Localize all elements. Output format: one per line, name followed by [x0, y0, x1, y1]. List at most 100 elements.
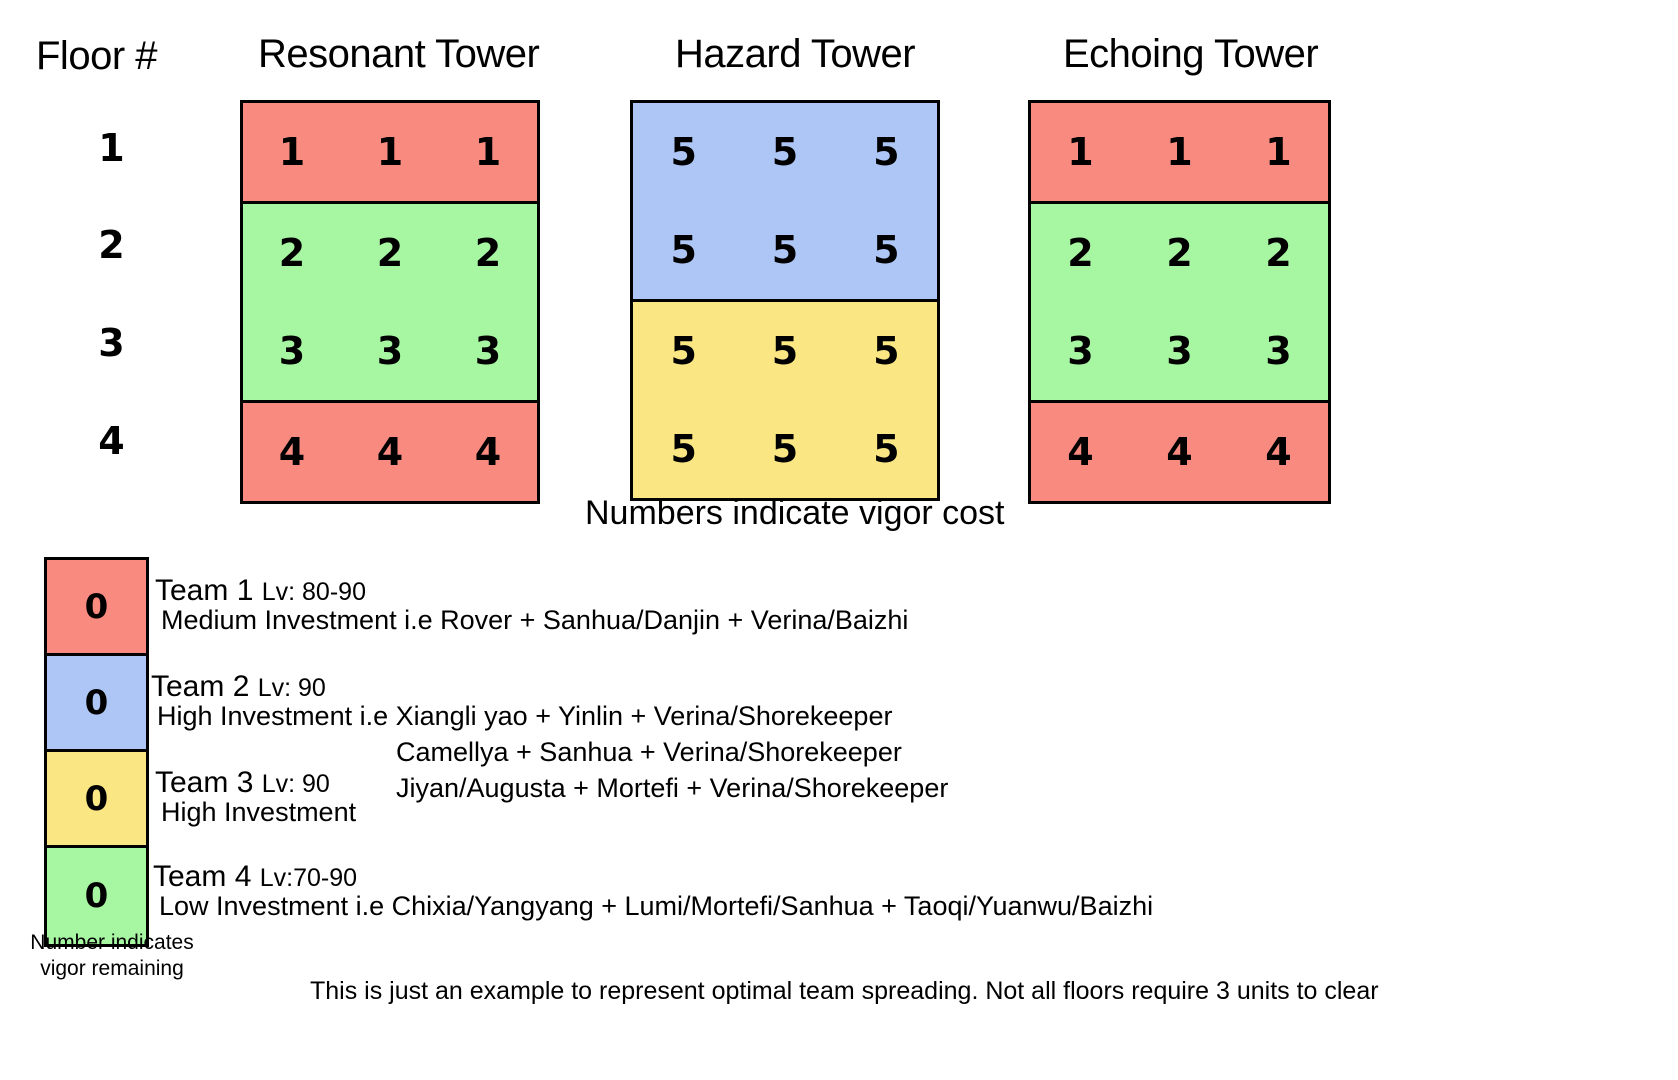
team-3-name: Team 3 — [155, 766, 254, 799]
vigor-remaining-note-line-2: vigor remaining — [40, 957, 184, 981]
tower-row: 5 5 5 — [633, 103, 937, 201]
vigor-remaining-note: Number indicates vigor remaining — [22, 930, 202, 983]
legend-swatch-3: 0 — [47, 752, 146, 848]
legend-team-1: Team 1 Lv: 80-90 Medium Investment i.e R… — [155, 576, 909, 635]
tower-cell: 1 — [1067, 130, 1094, 174]
tower-cell: 3 — [1265, 329, 1292, 373]
team-1-level: Lv: 80-90 — [261, 578, 366, 606]
team-1-description: Medium Investment i.e Rover + Sanhua/Dan… — [161, 605, 909, 635]
legend-team-4: Team 4 Lv:70-90 Low Investment i.e Chixi… — [153, 862, 1154, 921]
tower-cell: 2 — [376, 231, 404, 275]
legend-swatch-1: 0 — [47, 560, 146, 656]
tower-row: 2 2 2 — [1031, 204, 1328, 302]
extra-team-line-2: Jiyan/Augusta + Mortefi + Verina/Shoreke… — [396, 773, 949, 803]
floor-number-4: 4 — [98, 419, 125, 463]
tower-cell: 2 — [1265, 231, 1292, 275]
tower-cell: 5 — [670, 427, 697, 471]
tower-band: 4 4 4 — [1031, 403, 1328, 501]
tower-cell: 1 — [1265, 130, 1292, 174]
tower-cell: 4 — [278, 430, 306, 474]
tower-cell: 2 — [1166, 231, 1193, 275]
tower-band: 1 1 1 — [1031, 103, 1328, 204]
team-2-name: Team 2 — [151, 670, 250, 703]
team-3-title: Team 3 Lv: 90 — [155, 768, 356, 798]
tower-band: 5 5 5 5 5 5 — [633, 302, 937, 498]
vigor-remaining-note-line-1: Number indicates — [30, 931, 194, 954]
team-4-name: Team 4 — [153, 860, 252, 893]
tower-row: 2 2 2 — [243, 204, 537, 302]
tower-cell: 5 — [670, 130, 697, 174]
tower-cell: 5 — [670, 228, 697, 272]
extra-team-line-1: Camellya + Sanhua + Verina/Shorekeeper — [396, 737, 902, 767]
tower-band: 2 2 2 3 3 3 — [1031, 204, 1328, 403]
tower-row: 5 5 5 — [633, 201, 937, 299]
tower-cell: 3 — [1166, 329, 1193, 373]
tower-cell: 4 — [1067, 430, 1094, 474]
tower-cell: 5 — [873, 329, 900, 373]
tower-row: 3 3 3 — [1031, 302, 1328, 400]
tower-cell: 4 — [1166, 430, 1193, 474]
floor-number-3: 3 — [98, 321, 125, 365]
tower-grid-echoing: 1 1 1 2 2 2 3 3 3 4 4 4 — [1028, 100, 1331, 504]
tower-cell: 2 — [278, 231, 306, 275]
tower-cell: 3 — [376, 329, 404, 373]
tower-cell: 3 — [1067, 329, 1094, 373]
tower-row: 4 4 4 — [1031, 403, 1328, 501]
tower-cell: 1 — [278, 130, 306, 174]
tower-cell: 4 — [474, 430, 502, 474]
legend-swatch-2: 0 — [47, 656, 146, 752]
vigor-cost-caption: Numbers indicate vigor cost — [585, 494, 1005, 532]
team-4-level: Lv:70-90 — [259, 864, 358, 892]
tower-header-hazard: Hazard Tower — [675, 32, 916, 76]
team-3-description: High Investment — [161, 797, 357, 827]
tower-band: 1 1 1 — [243, 103, 537, 204]
tower-cell: 1 — [1166, 130, 1193, 174]
footer-note: This is just an example to represent opt… — [310, 977, 1379, 1005]
legend-swatch-4: 0 — [47, 848, 146, 944]
tower-cell: 5 — [873, 228, 900, 272]
team-1-name: Team 1 — [155, 574, 254, 607]
legend-team-3: Team 3 Lv: 90 High Investment — [155, 768, 357, 827]
floor-number-column: 1 2 3 4 — [0, 100, 215, 490]
team-4-description: Low Investment i.e Chixia/Yangyang + Lum… — [159, 891, 1154, 921]
floor-number-2: 2 — [98, 223, 125, 267]
floor-number-1: 1 — [98, 126, 125, 170]
tower-cell: 3 — [278, 329, 306, 373]
team-4-title: Team 4 Lv:70-90 — [153, 862, 1153, 892]
tower-cell: 5 — [873, 427, 900, 471]
tower-band: 4 4 4 — [243, 403, 537, 501]
tower-header-resonant: Resonant Tower — [258, 32, 540, 76]
tower-cell: 2 — [474, 231, 502, 275]
tower-band: 5 5 5 5 5 5 — [633, 103, 937, 302]
tower-row: 4 4 4 — [243, 403, 537, 501]
team-2-description: High Investment i.e Xiangli yao + Yinlin… — [157, 701, 893, 731]
tower-cell: 5 — [670, 329, 697, 373]
tower-cell: 4 — [1265, 430, 1292, 474]
team-1-title: Team 1 Lv: 80-90 — [155, 576, 908, 606]
team-2-title: Team 2 Lv: 90 — [151, 672, 892, 702]
tower-cell: 5 — [771, 329, 799, 373]
tower-cell: 1 — [376, 130, 404, 174]
tower-grid-hazard: 5 5 5 5 5 5 5 5 5 5 5 5 — [630, 100, 940, 501]
tower-cell: 1 — [474, 130, 502, 174]
tower-cell: 5 — [771, 228, 799, 272]
team-2-level: Lv: 90 — [257, 674, 326, 702]
tower-cell: 5 — [873, 130, 900, 174]
tower-row: 5 5 5 — [633, 400, 937, 498]
tower-row: 1 1 1 — [243, 103, 537, 201]
tower-cell: 5 — [771, 130, 799, 174]
legend-team-2: Team 2 Lv: 90 High Investment i.e Xiangl… — [151, 672, 893, 731]
tower-cell: 4 — [376, 430, 404, 474]
tower-cell: 2 — [1067, 231, 1094, 275]
tower-cell: 5 — [771, 427, 799, 471]
tower-row: 1 1 1 — [1031, 103, 1328, 201]
tower-header-echoing: Echoing Tower — [1063, 32, 1319, 76]
floor-column-header: Floor # — [36, 34, 158, 78]
tower-row: 5 5 5 — [633, 302, 937, 400]
team-3-level: Lv: 90 — [261, 770, 330, 798]
